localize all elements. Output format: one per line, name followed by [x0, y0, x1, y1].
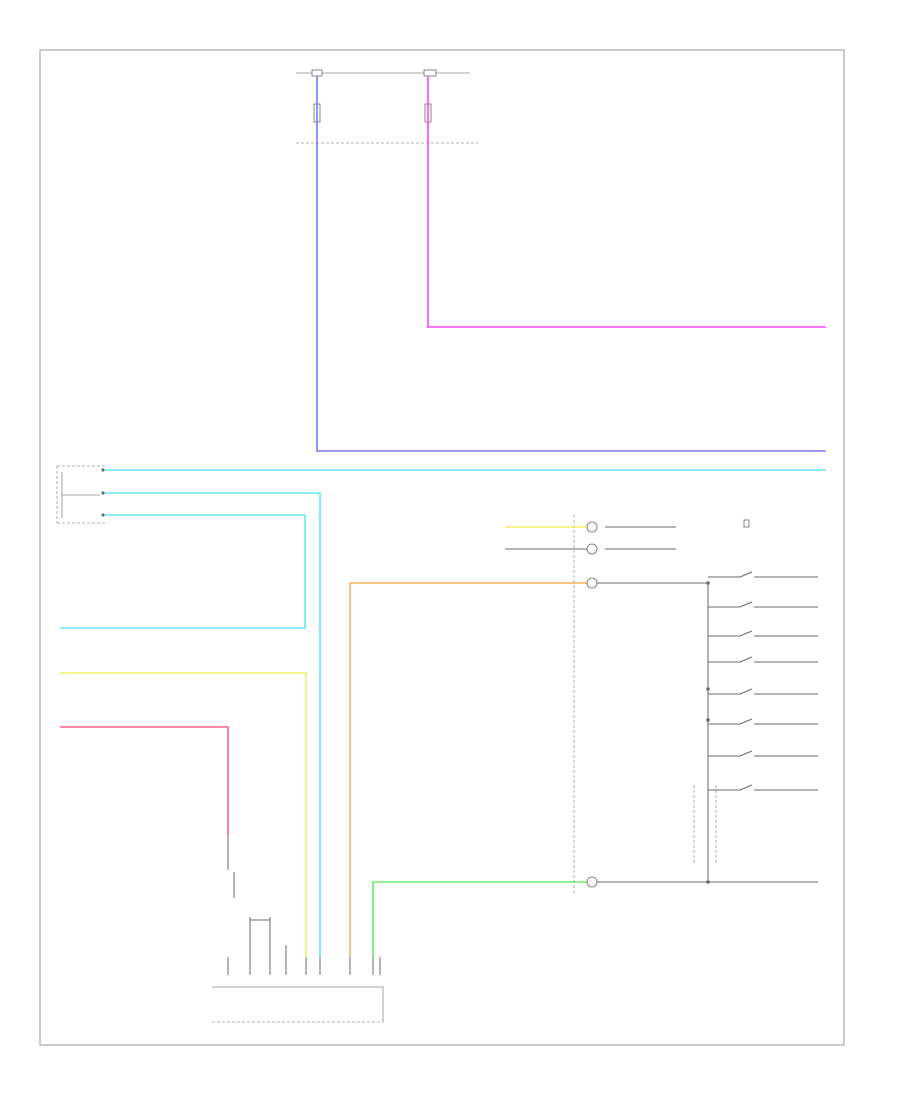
- switch-row: [708, 688, 818, 695]
- switch-row: [708, 601, 818, 608]
- switch-row: [708, 750, 818, 757]
- switch-column: [693, 519, 818, 884]
- wire-cyan-2: [105, 492, 321, 957]
- lamp-icon: [586, 876, 598, 888]
- switch-row: [708, 571, 818, 578]
- lamp-icon: [586, 577, 598, 589]
- lamp-block: [505, 515, 818, 893]
- wire-pink: [60, 726, 229, 835]
- fuse-block: [296, 69, 478, 144]
- wire-green: [372, 881, 590, 957]
- wire-yellow: [60, 672, 307, 957]
- connector-icon: [743, 519, 750, 528]
- lamp-icon: [586, 521, 598, 533]
- switch-row: [708, 630, 818, 637]
- wire-blue: [316, 76, 826, 452]
- wire-orange: [349, 582, 590, 957]
- left-connector: [56, 465, 106, 524]
- bottom-module: [212, 917, 384, 1023]
- diagram-frame: [39, 49, 845, 1046]
- wire-cyan-3: [60, 514, 306, 629]
- wire-magenta: [427, 76, 826, 328]
- switch-row: [708, 718, 818, 725]
- switch-row: [708, 784, 818, 791]
- lamp-icon: [586, 543, 598, 555]
- switch-row: [708, 656, 818, 663]
